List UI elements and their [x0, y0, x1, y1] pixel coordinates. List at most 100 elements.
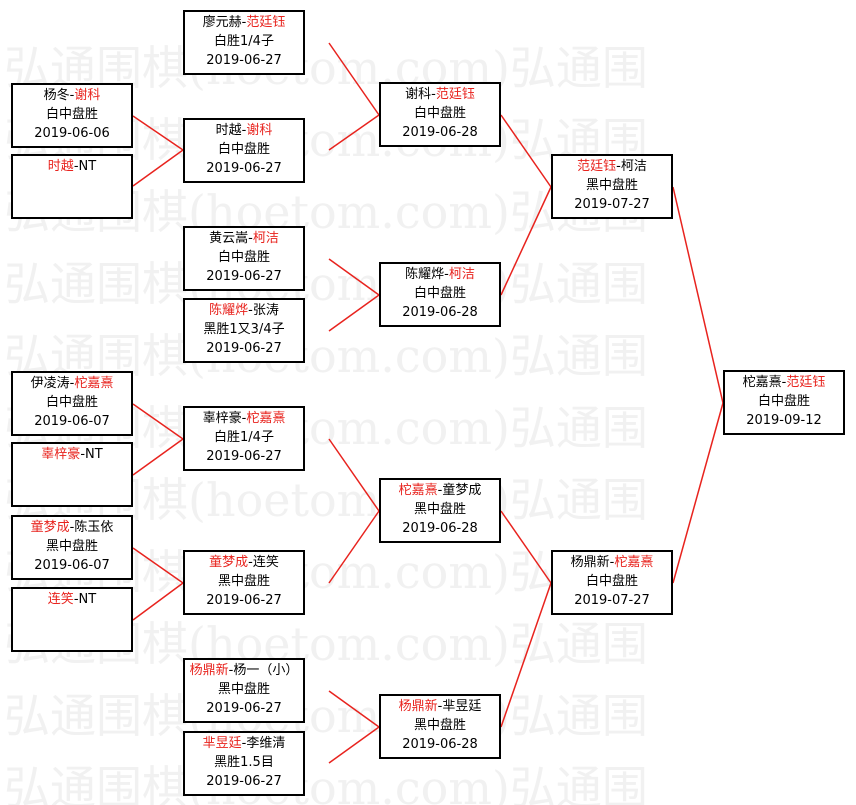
- player-name: 柁嘉熹: [614, 555, 654, 570]
- match-players: 柁嘉熹-童梦成: [398, 483, 482, 498]
- match-result: 白中盘胜: [217, 142, 270, 157]
- match-result: 黑胜1又3/4子: [203, 322, 285, 337]
- match-date: 2019-06-27: [206, 593, 282, 608]
- match-players: 辜梓豪-柁嘉熹: [202, 411, 286, 426]
- match-players: 连笑-NT: [47, 592, 97, 607]
- player-name: 张涛: [252, 303, 279, 318]
- player-name: 柯洁: [620, 159, 647, 174]
- match-date: 2019-07-27: [574, 197, 650, 212]
- match-box-r3-4: 杨鼎新-芈昱廷 黑中盘胜 2019-06-28: [379, 694, 501, 759]
- connector-line: [132, 149, 184, 187]
- match-box-r2-4: 陈耀烨-张涛 黑胜1又3/4子 2019-06-27: [183, 298, 305, 363]
- match-box-r2-3: 黄云嵩-柯洁 白中盘胜 2019-06-27: [183, 226, 305, 291]
- connector-line: [132, 438, 184, 476]
- match-players: 范廷钰-柯洁: [577, 159, 647, 174]
- match-result: 黑中盘胜: [585, 178, 638, 193]
- match-players: 芈昱廷-李维清: [202, 736, 286, 751]
- player-name: 柁嘉熹: [398, 483, 438, 498]
- connector-line: [132, 403, 184, 440]
- match-players: 时越-谢科: [215, 123, 273, 138]
- match-date: 2019-06-27: [206, 269, 282, 284]
- player-name: 杨一（小）: [233, 663, 299, 678]
- match-box-r3-2: 陈耀烨-柯洁 白中盘胜 2019-06-28: [379, 262, 501, 327]
- player-name: 廖元赫: [202, 15, 242, 30]
- match-result: 白中盘胜: [585, 574, 638, 589]
- match-result: 白中盘胜: [413, 106, 466, 121]
- match-date: 2019-06-27: [206, 341, 282, 356]
- player-name: 范廷钰: [435, 87, 475, 102]
- match-date: 2019-06-28: [402, 125, 478, 140]
- match-date: 2019-07-27: [574, 593, 650, 608]
- connector-line: [132, 582, 184, 621]
- match-date: 2019-06-07: [34, 558, 110, 573]
- match-date: 2019-06-06: [34, 126, 110, 141]
- match-date: 2019-06-28: [402, 521, 478, 536]
- connector-line: [328, 726, 380, 764]
- match-result: [13, 609, 131, 628]
- match-result: 白中盘胜: [413, 286, 466, 301]
- connector-line: [500, 186, 552, 296]
- player-name: 陈玉依: [74, 520, 114, 535]
- player-name: 柁嘉熹: [74, 376, 114, 391]
- player-name: 芈昱廷: [202, 736, 242, 751]
- player-name: 时越: [47, 159, 74, 174]
- match-date: 2019-06-28: [402, 737, 478, 752]
- player-name: 柯洁: [448, 267, 475, 282]
- player-name: 童梦成: [209, 555, 249, 570]
- connector-line: [328, 438, 380, 512]
- match-players: 杨鼎新-杨一（小）: [189, 663, 299, 678]
- player-name: 杨鼎新: [398, 699, 438, 714]
- match-players: 时越-NT: [47, 159, 97, 174]
- match-date: 2019-06-27: [206, 774, 282, 789]
- match-players: 陈耀烨-张涛: [209, 303, 279, 318]
- player-name: 连笑: [47, 592, 74, 607]
- match-box-r3-1: 谢科-范廷钰 白中盘胜 2019-06-28: [379, 82, 501, 147]
- match-box-r1-5: 童梦成-陈玉依 黑中盘胜 2019-06-07: [11, 515, 133, 580]
- connector-line: [328, 258, 380, 296]
- match-players: 廖元赫-范廷钰: [202, 15, 286, 30]
- player-name: 谢科: [246, 123, 273, 138]
- connector-line: [132, 115, 184, 151]
- match-box-r1-6: 连笑-NT: [11, 587, 133, 652]
- match-players: 黄云嵩-柯洁: [209, 231, 279, 246]
- connector-line: [672, 186, 724, 404]
- match-players: 杨鼎新-柁嘉熹: [570, 555, 654, 570]
- match-box-r1-3: 伊凌涛-柁嘉熹 白中盘胜 2019-06-07: [11, 371, 133, 436]
- match-result: [13, 464, 131, 483]
- match-box-r2-1: 廖元赫-范廷钰 白胜1/4子 2019-06-27: [183, 10, 305, 75]
- player-name: 柁嘉熹: [246, 411, 286, 426]
- match-players: 谢科-范廷钰: [405, 87, 475, 102]
- match-result: 白中盘胜: [45, 107, 98, 122]
- match-result: 白胜1/4子: [214, 430, 274, 445]
- player-name: 芈昱廷: [442, 699, 482, 714]
- connector-line: [328, 510, 380, 584]
- connector-line: [500, 510, 552, 584]
- match-players: 陈耀烨-柯洁: [405, 267, 475, 282]
- match-box-r4-1: 范廷钰-柯洁 黑中盘胜 2019-07-27: [551, 154, 673, 219]
- match-date: [13, 195, 131, 214]
- player-name: NT: [78, 592, 97, 607]
- match-date: 2019-09-12: [746, 413, 822, 428]
- match-result: 白中盘胜: [217, 250, 270, 265]
- match-players: 伊凌涛-柁嘉熹: [30, 376, 114, 391]
- player-name: 范廷钰: [246, 15, 286, 30]
- match-result: 黑中盘胜: [217, 574, 270, 589]
- match-result: 白胜1/4子: [214, 34, 274, 49]
- connector-line: [328, 690, 380, 728]
- match-box-r1-2: 时越-NT: [11, 154, 133, 219]
- match-date: 2019-06-27: [206, 53, 282, 68]
- match-box-r3-3: 柁嘉熹-童梦成 黑中盘胜 2019-06-28: [379, 478, 501, 543]
- match-date: [13, 628, 131, 647]
- player-name: 范廷钰: [786, 375, 826, 390]
- match-result: 黑胜1.5目: [214, 755, 274, 770]
- match-box-final: 柁嘉熹-范廷钰 白中盘胜 2019-09-12: [723, 370, 845, 435]
- player-name: NT: [78, 159, 97, 174]
- match-date: 2019-06-27: [206, 161, 282, 176]
- match-box-r2-6: 童梦成-连笑 黑中盘胜 2019-06-27: [183, 550, 305, 615]
- match-result: 黑中盘胜: [45, 539, 98, 554]
- match-date: 2019-06-07: [34, 414, 110, 429]
- match-result: 白中盘胜: [45, 395, 98, 410]
- match-box-r2-8: 芈昱廷-李维清 黑胜1.5目 2019-06-27: [183, 731, 305, 796]
- match-date: 2019-06-28: [402, 305, 478, 320]
- match-players: 柁嘉熹-范廷钰: [742, 375, 826, 390]
